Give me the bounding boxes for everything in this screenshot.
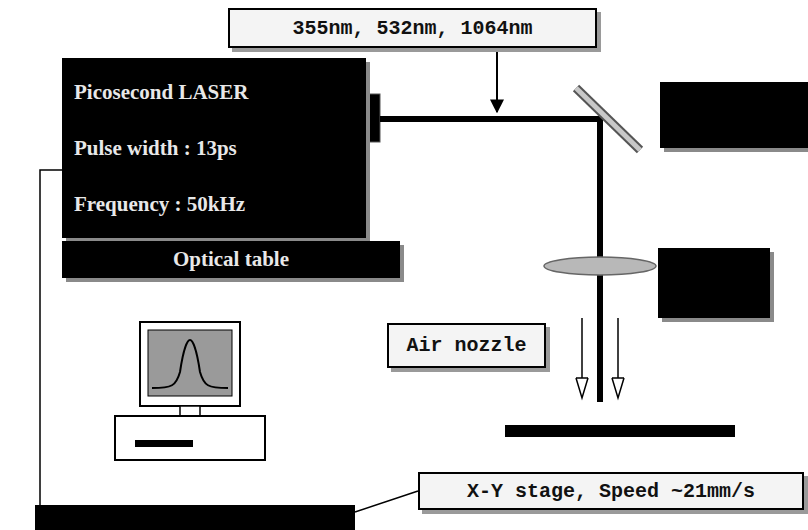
label-text: Frequency : 50kHz [74, 192, 354, 216]
label-text: 355nm, 532nm, 1064nm [292, 17, 532, 40]
label-text: Optical table [173, 247, 289, 271]
stage-label-box: X-Y stage, Speed ~21mm/s [418, 472, 804, 510]
nozzle-label-box: Air nozzle [387, 323, 546, 368]
mirror-face [576, 88, 640, 150]
workpiece [505, 425, 735, 437]
control-wire [40, 170, 62, 505]
label-text: X-Y stage, Speed ~21mm/s [467, 480, 755, 503]
optical-table-bar: Optical table [62, 241, 400, 278]
pointer-arrow [496, 50, 498, 112]
laser-box: Picosecond LASER Pulse width : 13psFreque… [62, 58, 366, 238]
control-wire [355, 491, 418, 512]
redacted-box [35, 505, 355, 530]
redacted-box [658, 248, 770, 318]
computer-icon [115, 322, 265, 460]
focusing-lens [544, 257, 656, 275]
label-text: Air nozzle [406, 334, 526, 357]
mirror [576, 88, 640, 150]
redacted-box [660, 82, 808, 148]
label-text: Pulse width : 13ps [74, 136, 354, 160]
wavelength-box: 355nm, 532nm, 1064nm [228, 8, 597, 48]
nozzle [576, 318, 624, 398]
label-text: Picosecond LASER [74, 80, 354, 104]
